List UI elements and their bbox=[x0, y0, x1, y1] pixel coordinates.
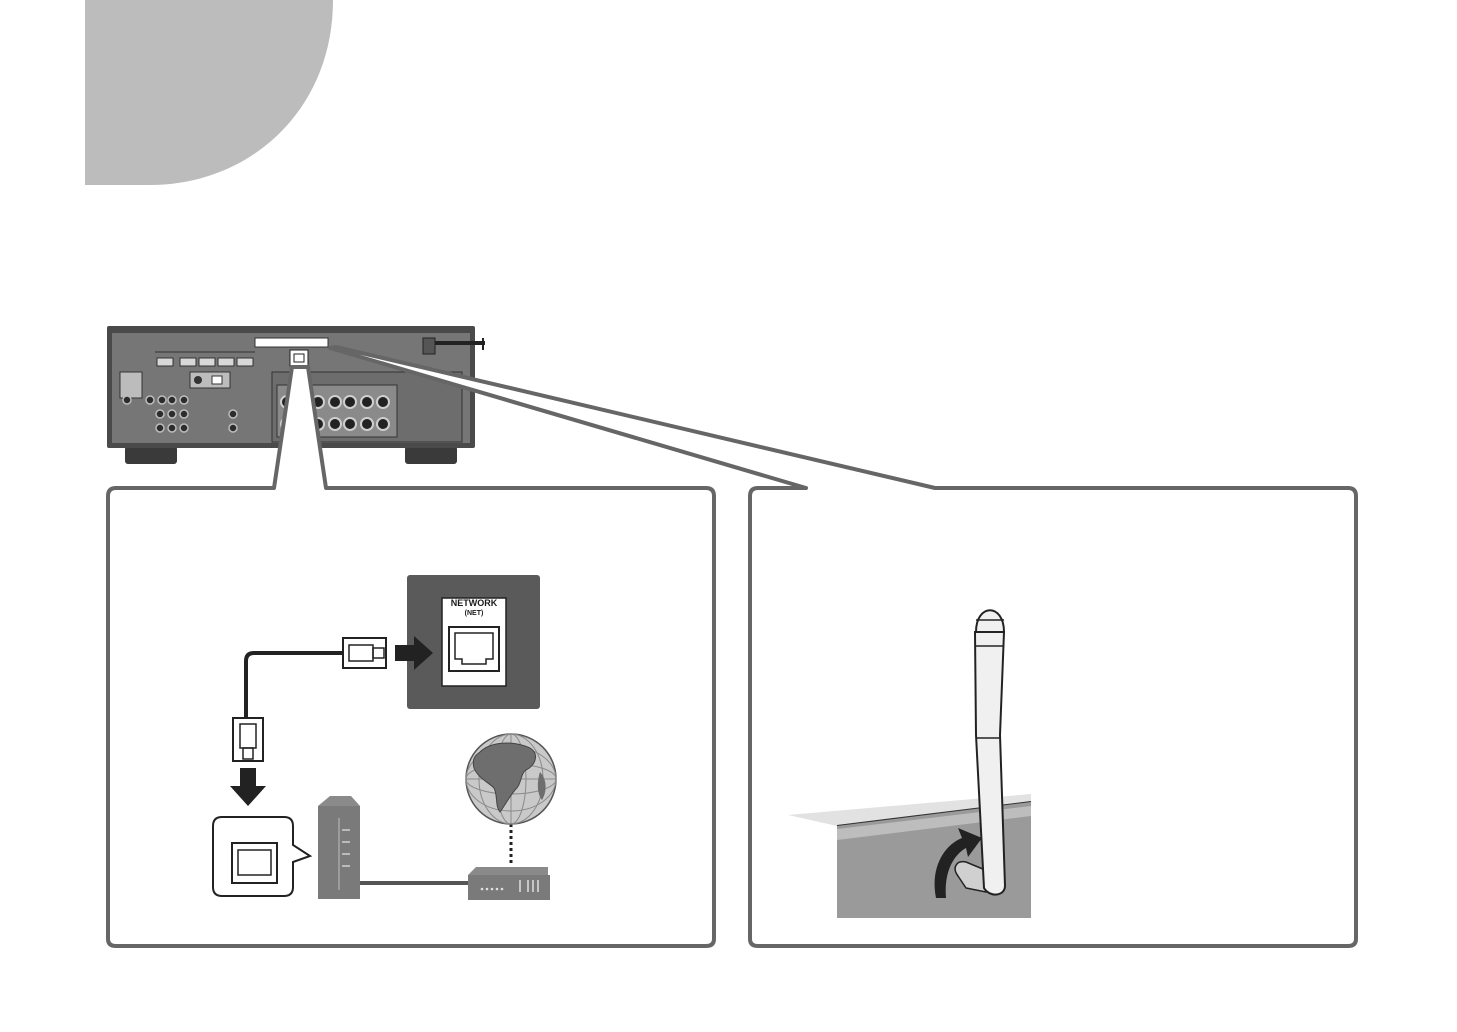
router bbox=[468, 867, 550, 900]
network-port[interactable] bbox=[449, 627, 499, 671]
globe-icon bbox=[466, 734, 556, 824]
network-port-title: NETWORK bbox=[451, 598, 498, 608]
modem bbox=[318, 796, 360, 899]
lan-cable-plug-vertical bbox=[233, 718, 263, 761]
network-port-subtitle: (NET) bbox=[465, 610, 484, 617]
section-tab bbox=[85, 0, 333, 185]
lan-cable-plug bbox=[343, 638, 386, 668]
network-port-panel: NETWORK (NET) bbox=[407, 575, 540, 709]
